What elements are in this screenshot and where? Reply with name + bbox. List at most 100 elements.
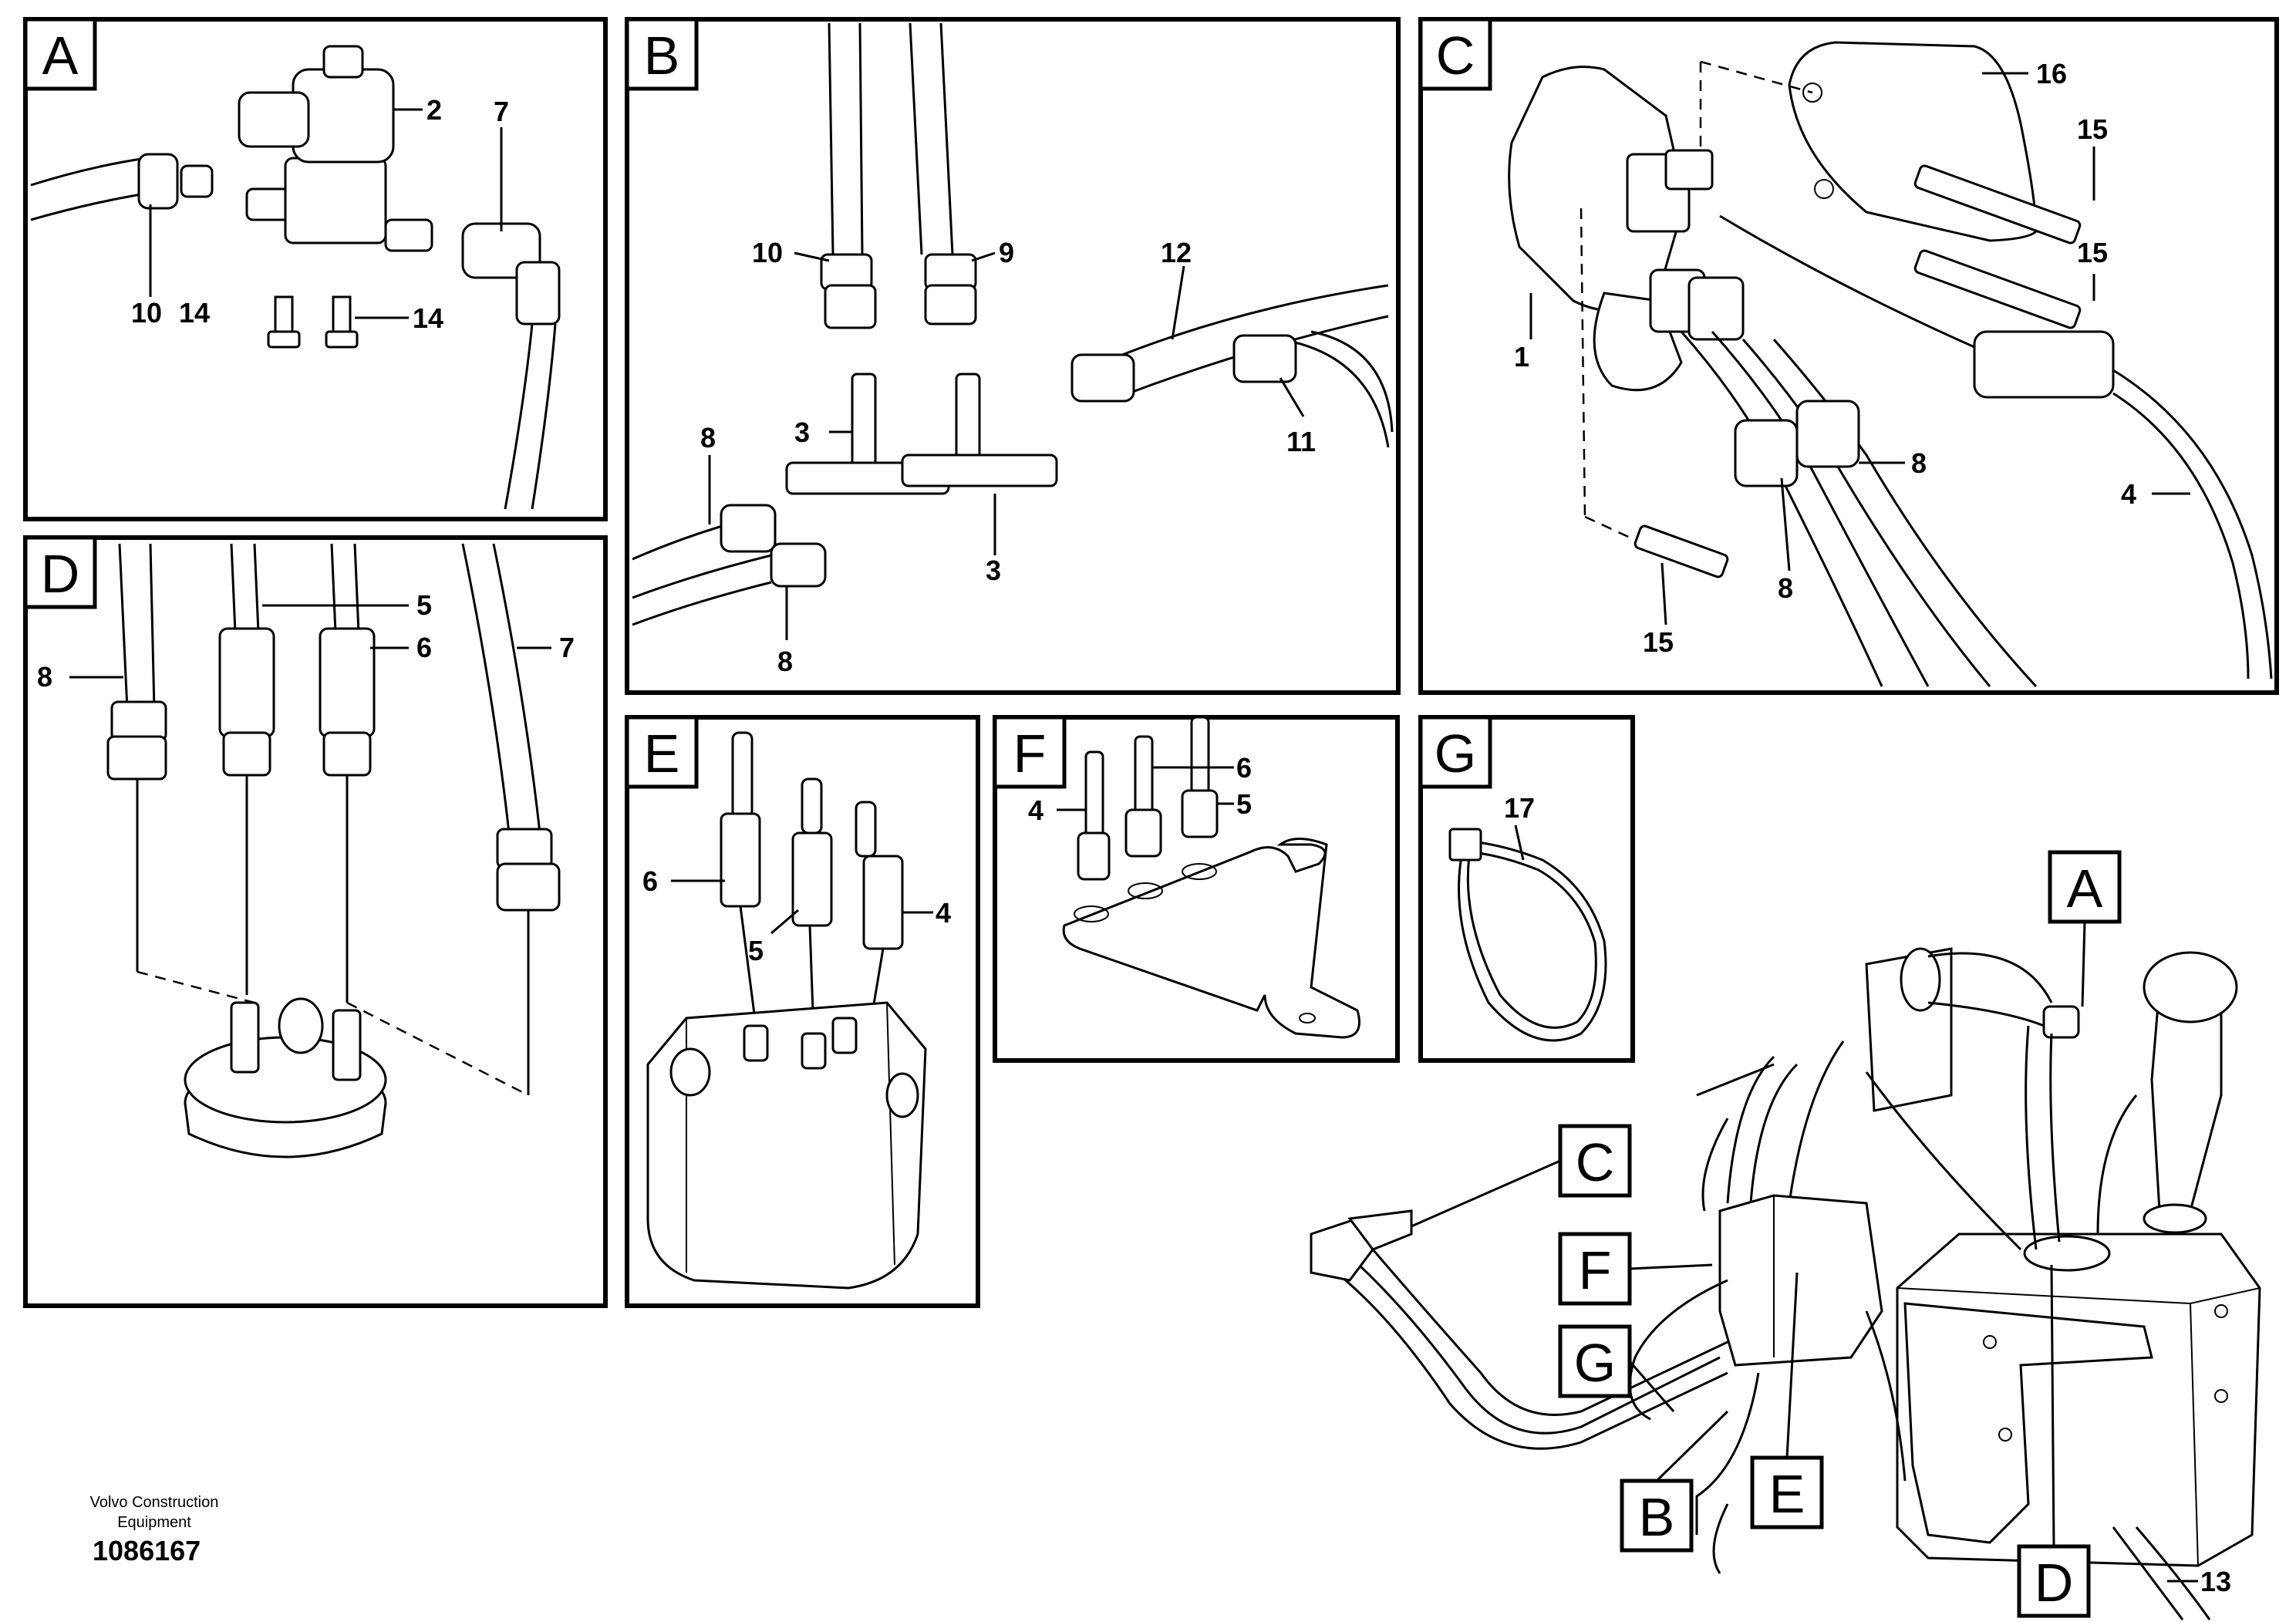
callout-15: 15: [2077, 237, 2108, 268]
screw-head: [267, 330, 301, 349]
hose: [118, 543, 129, 710]
overview-tag-g-box: [1558, 1324, 1632, 1398]
bolt: [2214, 1304, 2228, 1318]
cable: [801, 777, 823, 835]
hose: [1772, 339, 2038, 688]
hose: [1865, 1071, 2022, 1251]
tee-fitting: [851, 373, 877, 468]
callout-13: 13: [2200, 1566, 2231, 1597]
cable: [253, 543, 260, 633]
hose-nut: [137, 153, 179, 210]
callout-8: 8: [700, 422, 716, 454]
tee-fitting: [901, 454, 1058, 487]
bracket: [1062, 838, 1360, 1039]
adapter: [180, 164, 214, 198]
hose: [149, 543, 156, 710]
hose: [2135, 1526, 2211, 1620]
hose: [1341, 1248, 1721, 1435]
hose-nut: [1795, 400, 1860, 468]
connector-5: [791, 831, 833, 927]
callout-4: 4: [2121, 478, 2136, 510]
hose-nut: [1070, 353, 1135, 403]
hose: [1701, 1118, 1729, 1212]
overview-tag-d: D: [2035, 1553, 2074, 1613]
solenoid-cap: [322, 45, 364, 79]
overview-tag-e-box: [1750, 1455, 1824, 1529]
hose: [1326, 1263, 1728, 1450]
manufacturer-credit: Volvo Construction Equipment: [62, 1492, 247, 1533]
tee-fitting: [955, 373, 981, 460]
callout-16: 16: [2036, 58, 2067, 89]
overview-tag-b-box: [1620, 1479, 1694, 1553]
callout-5: 5: [748, 935, 764, 966]
hose: [1695, 1372, 1760, 1535]
leader-line: [770, 909, 799, 935]
hose: [2049, 1033, 2061, 1243]
hose: [1927, 952, 2053, 1003]
port: [743, 1024, 769, 1062]
callout-15: 15: [1643, 626, 1674, 658]
callout-5: 5: [416, 589, 432, 621]
hose-nut: [496, 862, 561, 912]
tank-edge: [2190, 1303, 2199, 1566]
panel-g-tag: G: [1435, 723, 1476, 784]
connector-6: [1124, 808, 1162, 858]
hose: [492, 543, 541, 834]
document-number: 1086167: [93, 1535, 201, 1566]
panel-d-tag-box: [23, 535, 97, 609]
screw: [1913, 164, 2082, 244]
connector-tip: [222, 731, 271, 777]
callout-3: 3: [986, 555, 1001, 586]
overview-tag-a: A: [2067, 858, 2103, 919]
breather: [1900, 947, 1941, 1012]
leader-line: [1655, 1410, 1729, 1482]
connector-5: [218, 627, 275, 738]
callout-17: 17: [1504, 792, 1535, 824]
hose: [632, 554, 772, 599]
overview-assembly: A C F G B E D 13: [1310, 850, 2261, 1620]
plug: [885, 1072, 919, 1118]
hose: [909, 22, 923, 255]
port: [801, 1032, 827, 1070]
connector-4: [1077, 831, 1111, 881]
callout-1: 1: [1514, 341, 1529, 373]
panel-g-tag-box: [1418, 715, 1492, 789]
hose: [30, 157, 147, 187]
cable: [2112, 369, 2273, 679]
panel-e-tag: E: [644, 723, 680, 784]
leader-line: [971, 251, 996, 262]
callout-7: 7: [494, 96, 509, 127]
callout-4: 4: [1028, 794, 1043, 826]
callout-3: 3: [794, 416, 810, 448]
hose-nut: [720, 504, 777, 553]
panel-c: C: [1418, 17, 2279, 695]
cable: [1084, 750, 1104, 838]
cable: [1134, 735, 1154, 815]
callout-6: 6: [642, 865, 658, 897]
cable: [1719, 214, 1975, 349]
valve-body: [284, 157, 387, 244]
block-edge: [886, 1002, 895, 1266]
hose: [1711, 331, 1930, 687]
hose: [1310, 330, 1394, 433]
cable: [731, 731, 754, 819]
hose: [1726, 1055, 1775, 1204]
overview-tag-a-box: [2048, 850, 2122, 924]
overview-tag-f-box: [1558, 1232, 1632, 1306]
connector-6: [319, 627, 376, 738]
overview-tag-e: E: [1769, 1464, 1805, 1524]
hose: [1865, 1310, 1907, 1482]
hose-nut: [106, 735, 167, 781]
panel-g: G 17: [1418, 715, 1635, 1063]
hose: [1927, 1001, 2045, 1027]
manufacturer-line-1: Volvo Construction: [89, 1494, 219, 1511]
gasket-hole: [1802, 83, 1822, 103]
cable: [330, 543, 337, 633]
tank-sensor: [2023, 1235, 2111, 1272]
callout-6: 6: [416, 632, 432, 663]
callout-8: 8: [37, 661, 52, 693]
filler-cap: [2143, 951, 2238, 1023]
pressure-switch: [1310, 1217, 1374, 1282]
alignment-line: [346, 1001, 529, 1097]
panel-a-tag-box: [23, 17, 97, 91]
